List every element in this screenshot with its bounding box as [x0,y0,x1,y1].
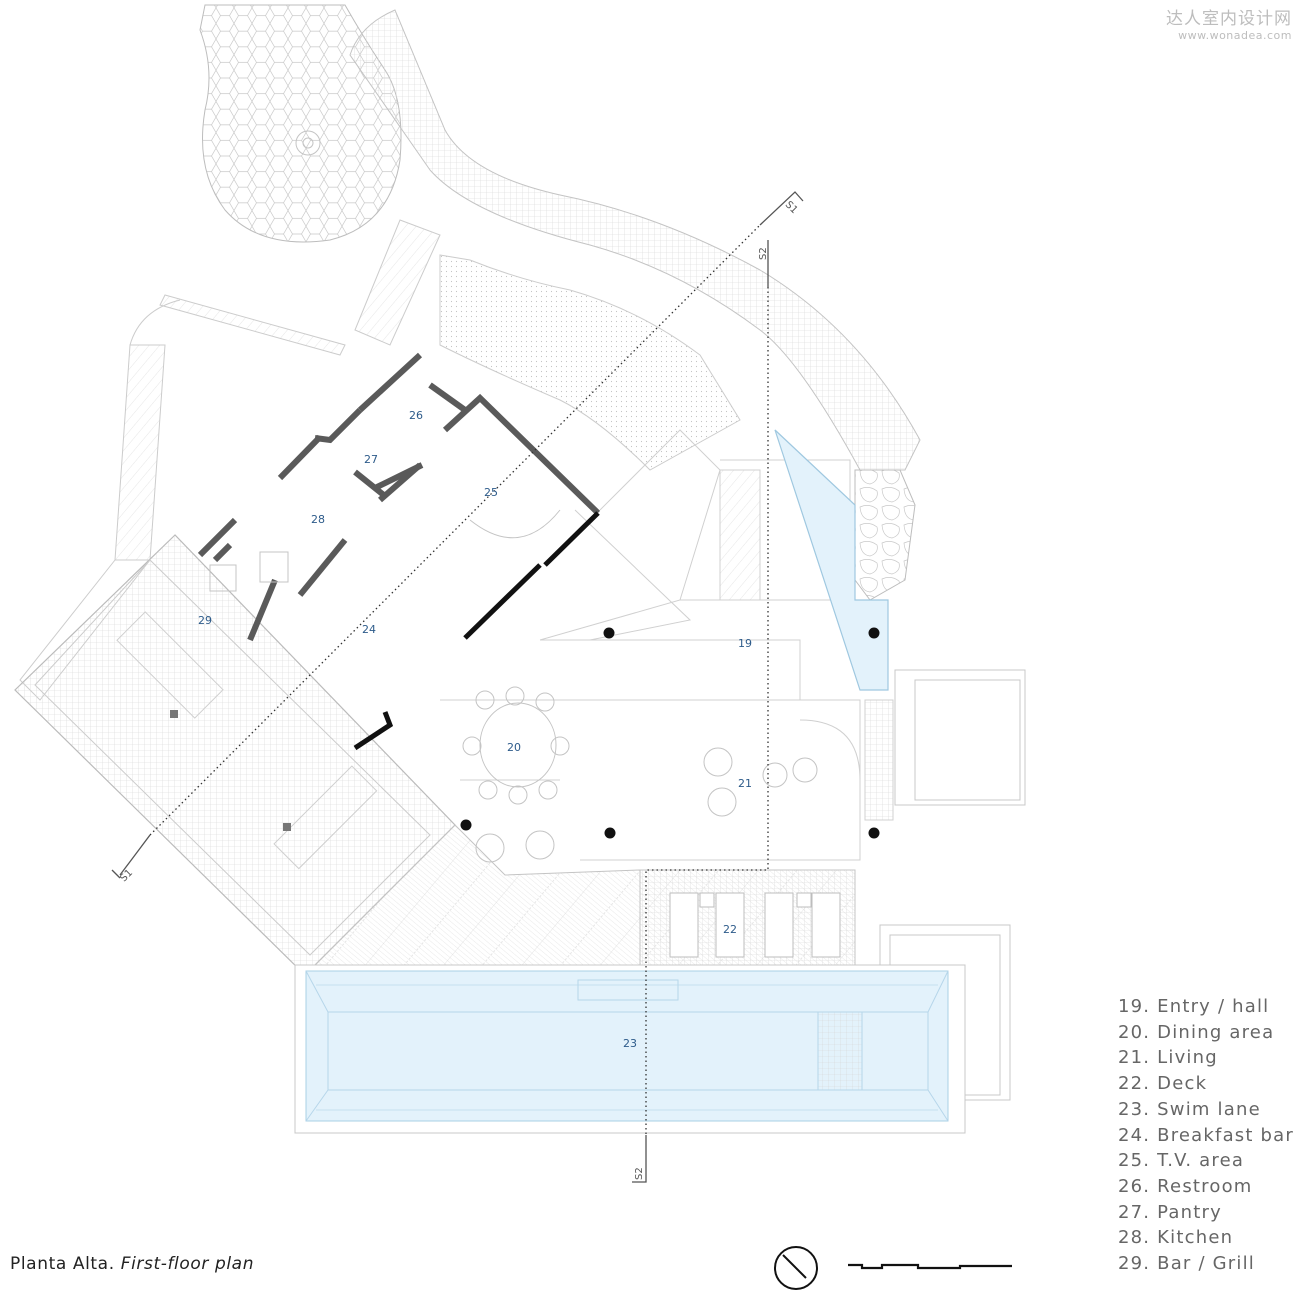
garden-paths [19,219,441,701]
room-26-label: 26 [409,409,423,422]
room-21-label: 21 [738,777,752,790]
garden-hatched-slope [349,9,921,471]
room-29-label: 29 [198,614,212,627]
structural-columns [460,627,880,839]
glazing-walls [353,511,600,751]
plan-caption: Planta Alta. First-floor plan [10,1254,254,1274]
legend-item: 23. Swim lane [1118,1098,1261,1120]
legend-item: 22. Deck [1118,1073,1208,1095]
house-walls [197,352,601,642]
room-24-label: 24 [362,623,376,636]
legend-item: 25. T.V. area [1118,1150,1245,1172]
section-tag-s2-bottom: S2 [634,1167,645,1180]
legend-item: 26. Restroom [1118,1175,1253,1197]
legend-item: 19. Entry / hall [1118,996,1270,1017]
reflecting-pool [774,429,889,691]
caption-english: First-floor plan [120,1254,255,1274]
room-number-labels: 19 20 21 22 23 24 25 26 27 28 29 [198,409,752,1050]
section-tag-s1-bottom: S1 [118,867,135,884]
room-28-label: 28 [311,513,325,526]
room-legend: 19. Entry / hall 20. Dining area 21. Livin… [1118,994,1300,1277]
room-20-label: 20 [507,741,521,754]
section-line-s1 [111,191,804,879]
house-interior-lines [440,429,894,861]
garden-stone-area [439,254,916,601]
legend-item: 24. Breakfast bar [1118,1124,1295,1146]
section-tag-s2-top: S2 [758,247,769,260]
deck-loungers [669,892,841,958]
room-27-label: 27 [364,453,378,466]
room-25-label: 25 [484,486,498,499]
section-line-s2 [632,240,769,1183]
watermark-url: www.wonadea.com [1178,29,1292,42]
swim-lane [294,964,966,1134]
scale-bar [848,1263,1012,1270]
furniture [209,509,818,863]
legend-item: 28. Kitchen [1118,1227,1234,1249]
room-22-label: 22 [723,923,737,936]
watermark: 达人室内设计网 www.wonadea.com [1166,4,1292,42]
legend-item: 29. Bar / Grill [1118,1253,1255,1275]
legend-item: 27. Pantry [1118,1201,1222,1223]
room-23-label: 23 [623,1037,637,1050]
room-19-label: 19 [738,637,752,650]
legend-item: 20. Dining area [1118,1021,1275,1043]
north-arrow-icon [774,1246,818,1290]
legend-item: 21. Living [1118,1047,1218,1069]
caption-spanish: Planta Alta. [10,1254,115,1274]
watermark-site-name: 达人室内设计网 [1166,9,1292,29]
